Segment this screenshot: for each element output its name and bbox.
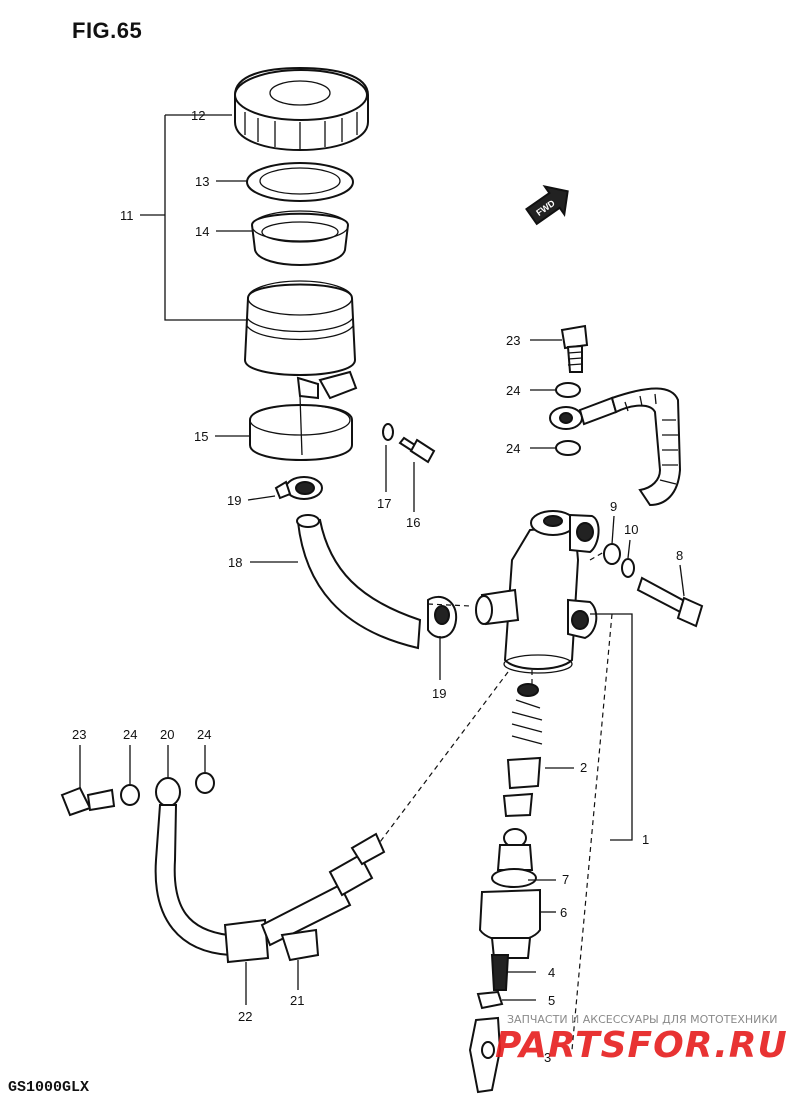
union-bolt-icon [560,324,589,373]
model-label: GS1000GLX [8,1079,90,1096]
callout-16: 16 [406,515,420,530]
callout-19-lower: 19 [432,686,446,701]
callout-5: 5 [548,993,555,1008]
reservoir-body-icon [243,280,357,400]
callout-22: 22 [238,1009,252,1024]
reservoir-hose-icon [296,514,422,650]
push-rod-icon [478,828,541,991]
callout-6: 6 [560,905,567,920]
callout-23-lower: 23 [72,727,86,742]
callout-23-top: 23 [506,333,520,348]
callout-8: 8 [676,548,683,563]
nut-icon [476,990,504,1010]
washer-lower-icon [120,784,140,806]
figure-title: FIG.65 [72,18,143,43]
dashed-assembly-lines [379,551,613,1051]
callout-3: 3 [544,1050,551,1065]
callout-21: 21 [290,993,304,1008]
hose-clip-icon [274,476,323,500]
washer-lower-icon-2 [195,772,215,794]
reservoir-cap-icon [234,66,369,152]
clevis-icon [468,1016,502,1094]
callout-24-b: 24 [506,441,520,456]
callout-7: 7 [562,872,569,887]
diaphragm-plate-icon [246,162,354,202]
callout-24-a: 24 [506,383,520,398]
callout-1: 1 [642,832,649,847]
gasket-washer-icon-2 [555,440,581,456]
bolt-icon [636,576,704,628]
callout-2: 2 [580,760,587,775]
callout-9: 9 [610,499,617,514]
master-cylinder-body-icon [475,510,600,674]
gasket-washer-icon [555,382,581,398]
callout-20: 20 [160,727,174,742]
callout-12: 12 [191,108,205,123]
callout-15: 15 [194,429,208,444]
callout-14: 14 [195,224,209,239]
brake-hose-icon [549,387,682,507]
hose-clip-icon-lower [427,595,458,639]
leader-lines [79,114,685,1005]
callout-11: 11 [120,208,134,223]
callout-10: 10 [624,522,638,537]
washer-icon-10 [621,558,635,578]
hose-eye-icon [155,777,181,807]
callout-24-d: 24 [197,727,211,742]
washer-icon-9 [603,543,621,565]
piston-spring-icon [502,683,543,818]
callout-numbers: 1 2 3 4 5 6 7 8 9 10 11 12 13 14 15 16 1… [72,108,683,1065]
callout-18: 18 [228,555,242,570]
washer-icon [382,423,394,441]
callout-4: 4 [548,965,555,980]
watermark-brand: PARTSFOR.RU [495,1025,788,1066]
reservoir-bracket-icon [249,370,358,461]
callout-17: 17 [377,496,391,511]
lower-brake-hose-icon [60,772,386,964]
diaphragm-icon [250,210,350,266]
watermark-tagline: ЗАПЧАСТИ И АКСЕССУАРЫ ДЛЯ МОТОТЕХНИКИ [507,1013,778,1026]
screw-icon [398,436,436,464]
callout-24-c: 24 [123,727,137,742]
callout-19-top: 19 [227,493,241,508]
callout-13: 13 [195,174,209,189]
forward-arrow-icon: FWD [525,184,569,226]
